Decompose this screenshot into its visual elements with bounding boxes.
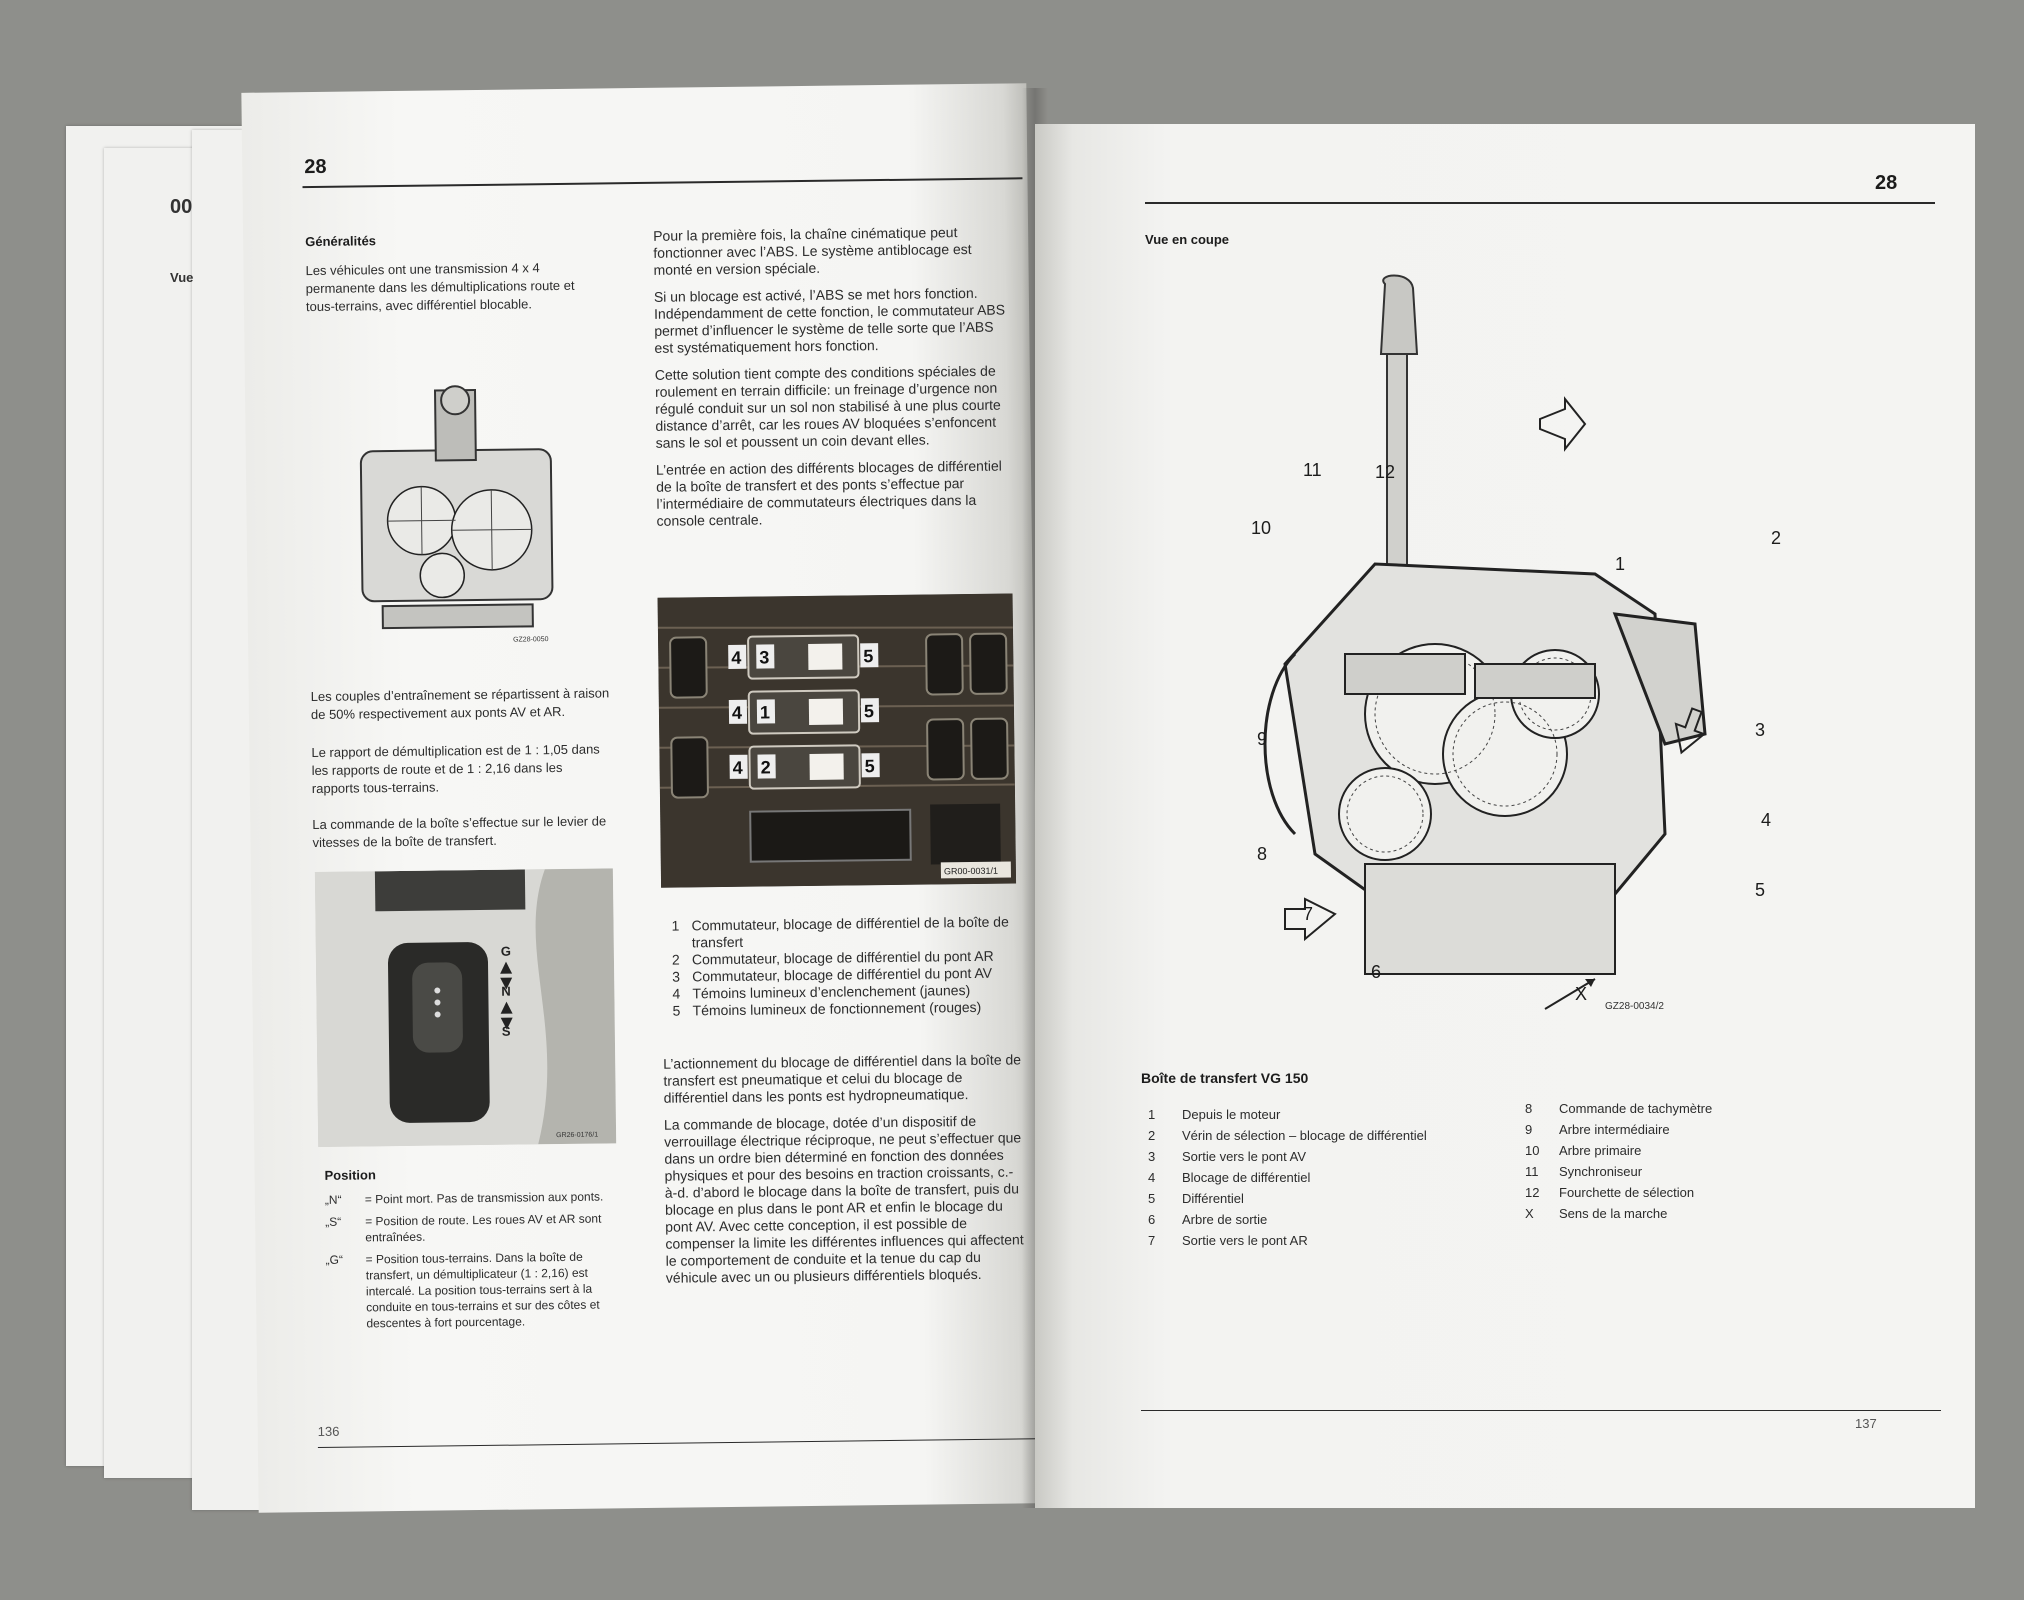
left-footer-rule	[317, 1438, 1038, 1449]
callout-1: 1	[1615, 554, 1626, 574]
position-n-key: „N“	[324, 1192, 342, 1207]
transmission-cutaway-figure: GZ28-0050	[340, 379, 583, 652]
lever-s-label: S	[502, 1024, 511, 1039]
gear-lever-photo: G N S GR26-0176/1	[314, 868, 617, 1147]
lock-paragraph-1: L’actionnement du blocage de différentie…	[663, 1051, 1022, 1106]
callout-8: 8	[1257, 844, 1268, 864]
position-s-text: = Position de route. Les roues AV et AR …	[365, 1211, 602, 1245]
switch-label-5a: 5	[863, 646, 873, 666]
abs-paragraph-4: L’entrée en action des différents blocag…	[655, 457, 1002, 529]
left-header-rule	[302, 177, 1023, 189]
right-footer-rule	[1141, 1410, 1941, 1411]
right-header-rule	[1145, 202, 1935, 204]
position-n: „N“ = Point mort. Pas de transmission aux…	[325, 1188, 620, 1208]
callout-3: 3	[1755, 720, 1766, 740]
right-chapter-number: 28	[1875, 172, 1898, 194]
switch-label-4a: 4	[731, 648, 741, 668]
callout-4: 4	[1761, 810, 1772, 830]
callout-9: 9	[1257, 729, 1268, 749]
position-s: „S“ = Position de route. Les roues AV et …	[325, 1210, 620, 1246]
abs-paragraph-1: Pour la première fois, la chaîne cinémat…	[653, 224, 972, 278]
callout-10: 10	[1251, 518, 1272, 538]
switch-label-4c: 4	[733, 758, 743, 778]
fig3-code: GR00-0031/1	[944, 866, 998, 877]
callout-7: 7	[1303, 904, 1314, 924]
left-chapter-number: 28	[304, 155, 327, 179]
right-page-number: 137	[1855, 1416, 1877, 1431]
position-g: „G“ = Position tous-terrains. Dans la boî…	[326, 1248, 622, 1332]
callout-6: 6	[1371, 962, 1382, 982]
left-page: 28 Généralités Les véhicules ont une tra…	[241, 83, 1044, 1513]
position-heading: Position	[324, 1167, 376, 1183]
abs-paragraph-3: Cette solution tient compte des conditio…	[654, 362, 1001, 451]
position-g-text: = Position tous-terrains. Dans la boîte …	[365, 1249, 600, 1331]
callout-11: 11	[1303, 460, 1322, 480]
transfer-box-fig-code: GZ28-0034/2	[1605, 1001, 1664, 1012]
intro-text: Les véhicules ont une transmission 4 x 4…	[305, 260, 575, 315]
fig2-code: GR26-0176/1	[556, 1132, 598, 1140]
callout-12: 12	[1375, 462, 1396, 482]
right-page: 28 Vue en coupe	[1035, 124, 1975, 1508]
switch-label-2: 2	[761, 757, 771, 777]
switch-label-5b: 5	[864, 701, 874, 721]
switch-panel-photo: 4 4 4 5 5 5 3 1 2 GR00-0031/1	[657, 593, 1017, 888]
lever-n-label: N	[501, 984, 511, 999]
ratio-text: Le rapport de démultiplication est de 1 …	[311, 741, 600, 797]
lever-g-label: G	[501, 944, 511, 959]
switch-label-3: 3	[759, 647, 769, 667]
switch-label-5c: 5	[865, 756, 875, 776]
back-page-heading: Vue	[170, 270, 194, 285]
back-page-chapter: 00	[170, 196, 193, 218]
left-page-number: 136	[317, 1423, 340, 1440]
caption-title: Boîte de transfert VG 150	[1141, 1070, 1309, 1086]
callout-x: X	[1575, 984, 1588, 1004]
callout-2: 2	[1771, 528, 1782, 548]
transfer-box-cutaway-figure: GZ28-0034/2	[1235, 274, 1795, 1154]
right-heading: Vue en coupe	[1145, 232, 1230, 247]
command-text: La commande de la boîte s’effectue sur l…	[312, 813, 607, 851]
position-g-key: „G“	[325, 1252, 344, 1267]
fig1-code: GZ28-0050	[513, 636, 549, 643]
lock-paragraph-2: La commande de blocage, dotée d’un dispo…	[663, 1112, 1024, 1286]
abs-paragraph-2: Si un blocage est activé, l’ABS se met h…	[653, 284, 1006, 356]
switch-label-4b: 4	[732, 703, 742, 723]
position-n-text: = Point mort. Pas de transmission aux po…	[364, 1189, 604, 1207]
lock-text-column: L’actionnement du blocage de différentie…	[663, 1051, 1026, 1296]
switch-label-1: 1	[760, 702, 770, 722]
position-s-key: „S“	[325, 1214, 342, 1229]
left-heading: Généralités	[305, 233, 377, 250]
position-list: „N“ = Point mort. Pas de transmission aux…	[325, 1188, 622, 1338]
torque-text: Les couples d’entraînement se répartisse…	[310, 685, 610, 723]
abs-text-column: Pour la première fois, la chaîne cinémat…	[653, 223, 1017, 539]
callout-5: 5	[1755, 880, 1766, 900]
